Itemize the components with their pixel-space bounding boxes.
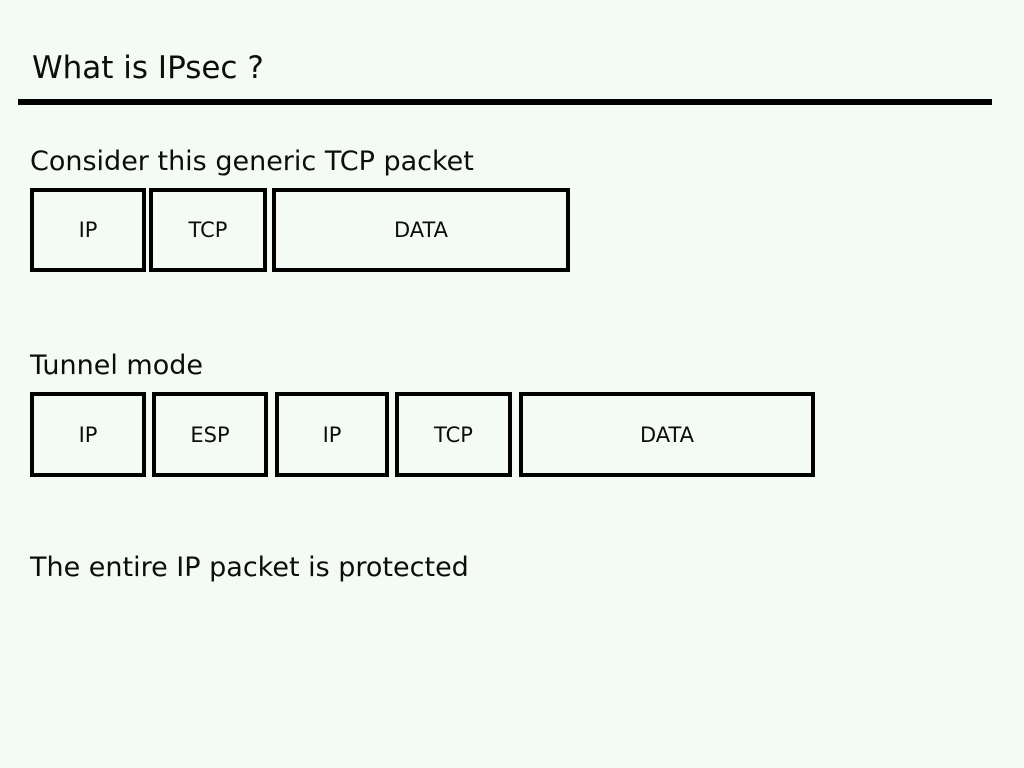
packet-box-label: TCP xyxy=(188,218,228,242)
caption-generic-tcp-packet: Consider this generic TCP packet xyxy=(30,146,474,177)
packet-box-label: ESP xyxy=(190,422,230,447)
packet-box-data: DATA xyxy=(519,392,815,477)
caption-tunnel-mode: Tunnel mode xyxy=(30,350,203,381)
packet-box-label: IP xyxy=(78,218,98,242)
packet-box-ip: IP xyxy=(30,188,146,272)
packet-box-label: DATA xyxy=(393,218,449,242)
packet-box-label: IP xyxy=(78,422,98,447)
packet-box-label: DATA xyxy=(639,422,695,447)
packet-box-tcp: TCP xyxy=(395,392,512,477)
packet-box-esp: ESP xyxy=(152,392,268,477)
packet-box-label: IP xyxy=(322,422,342,447)
slide-title: What is IPsec ? xyxy=(32,50,264,86)
packet-box-tcp: TCP xyxy=(149,188,267,272)
packet-box-ip-inner: IP xyxy=(275,392,389,477)
packet-box-ip-outer: IP xyxy=(30,392,146,477)
packet-box-data: DATA xyxy=(272,188,570,272)
caption-entire-packet-protected: The entire IP packet is protected xyxy=(30,552,469,583)
title-underline xyxy=(18,99,992,105)
packet-box-label: TCP xyxy=(434,422,473,447)
